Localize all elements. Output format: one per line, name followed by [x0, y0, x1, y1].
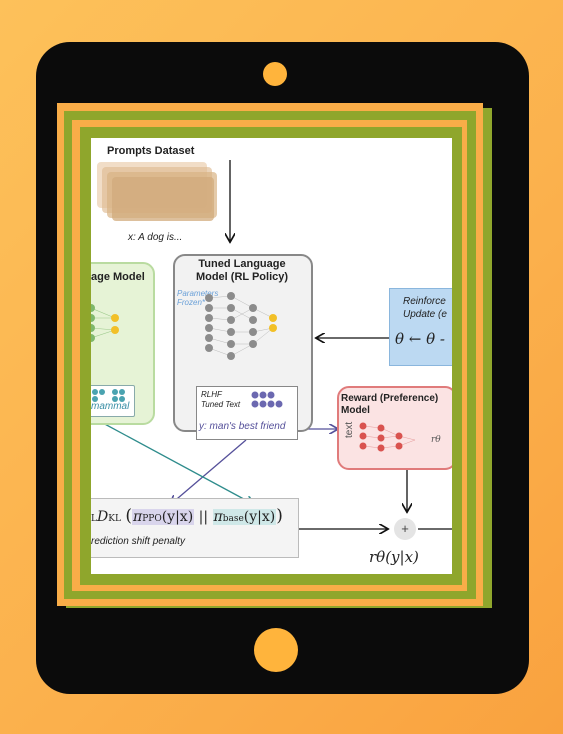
tuned-text-label: Tuned Text — [201, 400, 241, 409]
rl-update-line1: Reinforce — [403, 296, 446, 307]
base-output-text: mammal — [91, 401, 130, 412]
rlhf-label: RLHF — [201, 390, 222, 399]
reward-title-line2: Model — [341, 405, 370, 416]
rl-update-formula: θ ← θ - — [395, 330, 446, 348]
params-frozen-line1: Parameters — [177, 289, 219, 298]
base-token-icons — [92, 389, 125, 402]
prompt-example: x: A dog is... — [128, 232, 183, 243]
kl-penalty-label: rediction shift penalty — [91, 536, 185, 547]
tuned-model-network-icon — [205, 292, 277, 360]
tuned-output-panel — [196, 386, 298, 440]
reward-input-label: text — [344, 421, 355, 438]
sum-symbol: + — [401, 521, 409, 536]
params-frozen-line2: Frozen* — [177, 298, 206, 307]
kl-formula: LDKL (πPPO(y|x) || πbase(y|x)) — [91, 506, 283, 526]
sum-node — [394, 518, 416, 540]
reward-network-icon — [359, 422, 416, 452]
tuned-model-title-line2: Model (RL Policy) — [195, 271, 289, 283]
kl-penalty-box — [91, 498, 299, 558]
reward-model-box — [337, 386, 452, 470]
reward-title-line1: Reward (Preference) — [341, 393, 439, 404]
home-button[interactable] — [254, 628, 298, 672]
rl-update-line2: Update (e — [403, 309, 447, 320]
prompts-dataset-title: Prompts Dataset — [107, 145, 195, 157]
camera-icon — [263, 62, 287, 86]
base-model-network-icon — [91, 304, 119, 342]
tuned-output-text: y: man's best friend — [199, 421, 286, 432]
base-model-label: age Model — [91, 271, 145, 283]
diagram-screen: Prompts Dataset x: A dog is... age Model… — [91, 138, 452, 574]
reward-output-label: rθ — [431, 435, 441, 445]
reward-function-label: rθ(y|x) — [369, 548, 419, 566]
rl-update-box — [389, 288, 452, 366]
tuned-token-icons — [251, 391, 283, 408]
tuned-model-title-line1: Tuned Language — [198, 258, 286, 270]
